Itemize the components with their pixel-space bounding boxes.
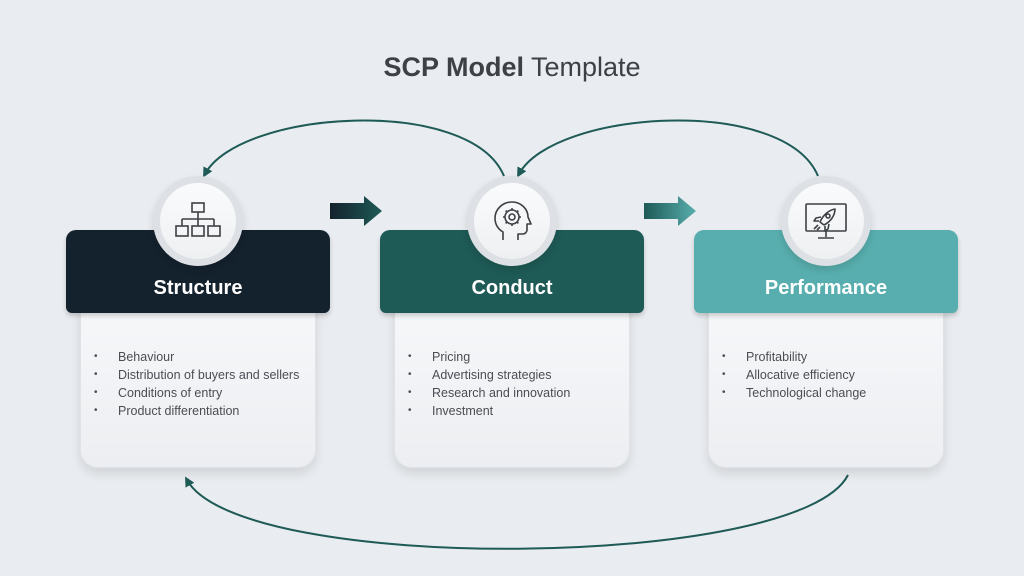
- performance-bullet-list: Profitability Allocative efficiency Tech…: [722, 348, 932, 402]
- feedback-arrow-performance-to-conduct: [517, 119, 819, 178]
- feedback-arrow-conduct-to-structure: [203, 119, 505, 178]
- page-title: SCP Model Template: [0, 52, 1024, 83]
- rocket-monitor-icon: [805, 203, 847, 239]
- structure-heading: Structure: [153, 277, 243, 299]
- performance-icon-badge: [781, 176, 871, 266]
- conduct-bullet-list: Pricing Advertising strategies Research …: [408, 348, 618, 420]
- hierarchy-chart-icon: [175, 202, 221, 237]
- performance-heading: Performance: [764, 277, 888, 299]
- structure-icon-badge: [153, 176, 243, 266]
- list-item: Technological change: [722, 384, 932, 402]
- list-item: Investment: [408, 402, 618, 420]
- conduct-heading: Conduct: [471, 277, 553, 299]
- list-item: Profitability: [722, 348, 932, 366]
- arrow-right-icon: [644, 196, 696, 226]
- list-item: Advertising strategies: [408, 366, 618, 384]
- list-item: Conditions of entry: [94, 384, 304, 402]
- list-item: Distribution of buyers and sellers: [94, 366, 304, 384]
- list-item: Research and innovation: [408, 384, 618, 402]
- title-rest: Template: [523, 52, 641, 82]
- performance-card: Performance Profitability Allocative eff…: [694, 230, 958, 468]
- feedback-arrow-performance-to-structure: [185, 474, 849, 550]
- title-bold: SCP Model: [383, 52, 524, 82]
- conduct-icon-badge: [467, 176, 557, 266]
- list-item: Behaviour: [94, 348, 304, 366]
- arrow-right-icon: [330, 196, 382, 226]
- head-gear-icon: [494, 201, 532, 240]
- list-item: Product differentiation: [94, 402, 304, 420]
- list-item: Pricing: [408, 348, 618, 366]
- list-item: Allocative efficiency: [722, 366, 932, 384]
- structure-bullet-list: Behaviour Distribution of buyers and sel…: [94, 348, 304, 420]
